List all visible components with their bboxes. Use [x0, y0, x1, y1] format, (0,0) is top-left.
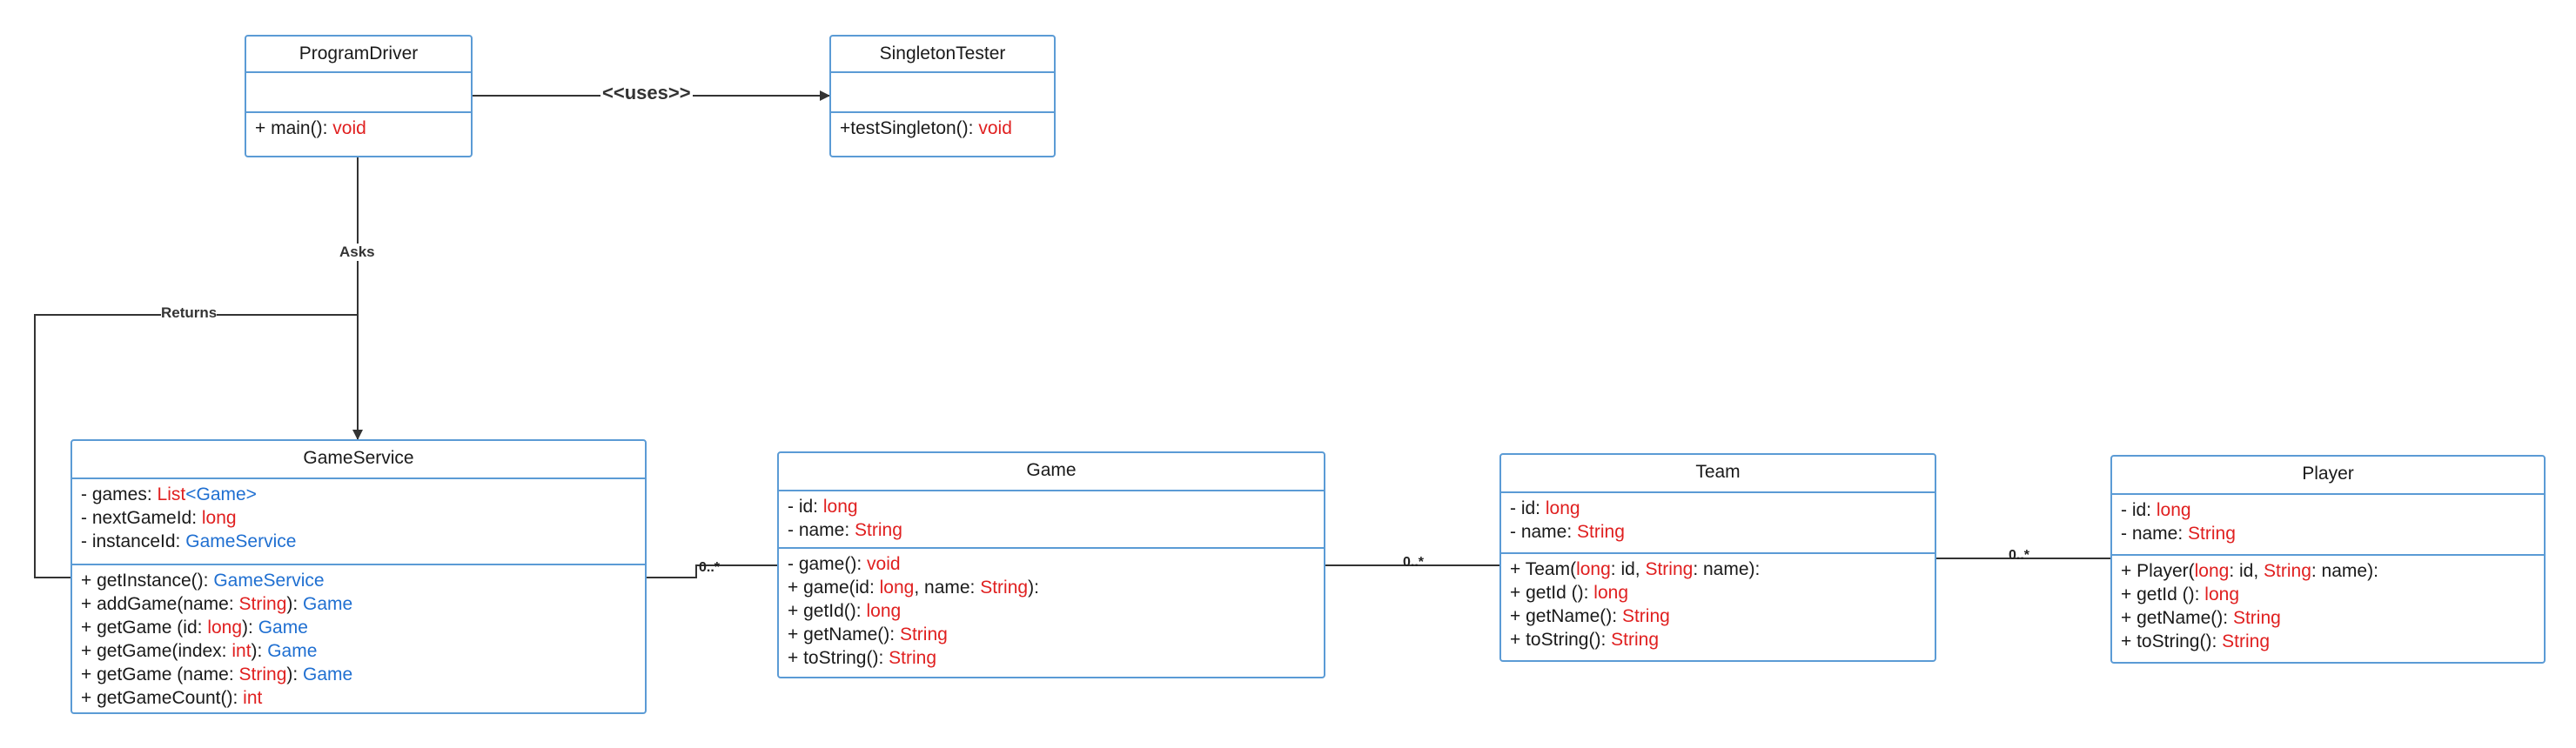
operations-compartment: + getInstance(): GameService + addGame(n…	[72, 565, 645, 713]
attributes-compartment: - id: long - name: String	[1501, 493, 1935, 554]
operation: + toString(): String	[2121, 631, 2270, 651]
attribute: - id: long	[1510, 498, 1580, 518]
operation: + getGame(index: int): Game	[81, 641, 318, 661]
operation: + main(): void	[255, 118, 366, 138]
attributes-compartment: - id: long - name: String	[779, 491, 1324, 549]
operations-compartment: + Player(long: id, String: name): + getI…	[2112, 556, 2544, 657]
operation: + Player(long: id, String: name):	[2121, 561, 2378, 581]
team-player-multiplicity: 0..*	[2009, 548, 2030, 563]
attributes-compartment: - id: long - name: String	[2112, 495, 2544, 556]
attribute: - id: long	[2121, 500, 2191, 520]
operation: + getGameCount(): int	[81, 688, 263, 708]
game-team-multiplicity: 0..*	[1403, 555, 1425, 570]
attribute: - games: List<Game>	[81, 484, 257, 504]
operation: + getInstance(): GameService	[81, 571, 325, 591]
operation: + toString(): String	[788, 648, 936, 668]
operation: - game(): void	[788, 554, 901, 574]
attribute: - name: String	[788, 520, 902, 540]
class-player[interactable]: Player - id: long - name: String + Playe…	[2110, 455, 2546, 664]
gameservice-game-association	[647, 564, 777, 578]
operations-compartment: - game(): void + game(id: long, name: St…	[779, 549, 1324, 673]
operation: + getId (): long	[1510, 583, 1628, 603]
class-name: GameService	[72, 441, 645, 479]
operation: + getName(): String	[1510, 606, 1670, 626]
class-name: Team	[1501, 455, 1935, 493]
operation: + getGame (id: long): Game	[81, 618, 308, 638]
attribute: - nextGameId: long	[81, 508, 237, 528]
class-name: SingletonTester	[831, 37, 1054, 73]
operation: + toString(): String	[1510, 630, 1659, 650]
class-game[interactable]: Game - id: long - name: String - game():…	[777, 451, 1325, 678]
attribute: - instanceId: GameService	[81, 531, 297, 551]
class-team[interactable]: Team - id: long - name: String + Team(lo…	[1499, 453, 1936, 662]
operation: + getName(): String	[788, 624, 948, 644]
operation: + getName(): String	[2121, 608, 2281, 628]
operation: +testSingleton(): void	[840, 118, 1012, 138]
gameservice-game-multiplicity: 0..*	[699, 560, 721, 575]
attributes-compartment	[246, 73, 471, 113]
class-name: Game	[779, 453, 1324, 491]
returns-label: Returns	[161, 304, 218, 322]
attributes-compartment	[831, 73, 1054, 113]
class-gameservice[interactable]: GameService - games: List<Game> - nextGa…	[70, 439, 647, 714]
operation: + addGame(name: String): Game	[81, 594, 353, 614]
attribute: - name: String	[2121, 524, 2236, 544]
class-programdriver[interactable]: ProgramDriver + main(): void	[245, 35, 473, 157]
attributes-compartment: - games: List<Game> - nextGameId: long -…	[72, 479, 645, 565]
attribute: - id: long	[788, 497, 858, 517]
uses-label: <<uses>>	[600, 82, 693, 104]
class-singletontester[interactable]: SingletonTester +testSingleton(): void	[829, 35, 1056, 157]
operation: + getId(): long	[788, 601, 902, 621]
operations-compartment: +testSingleton(): void	[831, 113, 1054, 144]
attribute: - name: String	[1510, 522, 1625, 542]
operation: + game(id: long, name: String):	[788, 578, 1039, 598]
operations-compartment: + main(): void	[246, 113, 471, 144]
class-name: ProgramDriver	[246, 37, 471, 73]
class-name: Player	[2112, 457, 2544, 495]
operation: + Team(long: id, String: name):	[1510, 559, 1761, 579]
operation: + getGame (name: String): Game	[81, 665, 353, 685]
operations-compartment: + Team(long: id, String: name): + getId …	[1501, 554, 1935, 655]
asks-label: Asks	[339, 244, 375, 261]
operation: + getId (): long	[2121, 584, 2239, 604]
